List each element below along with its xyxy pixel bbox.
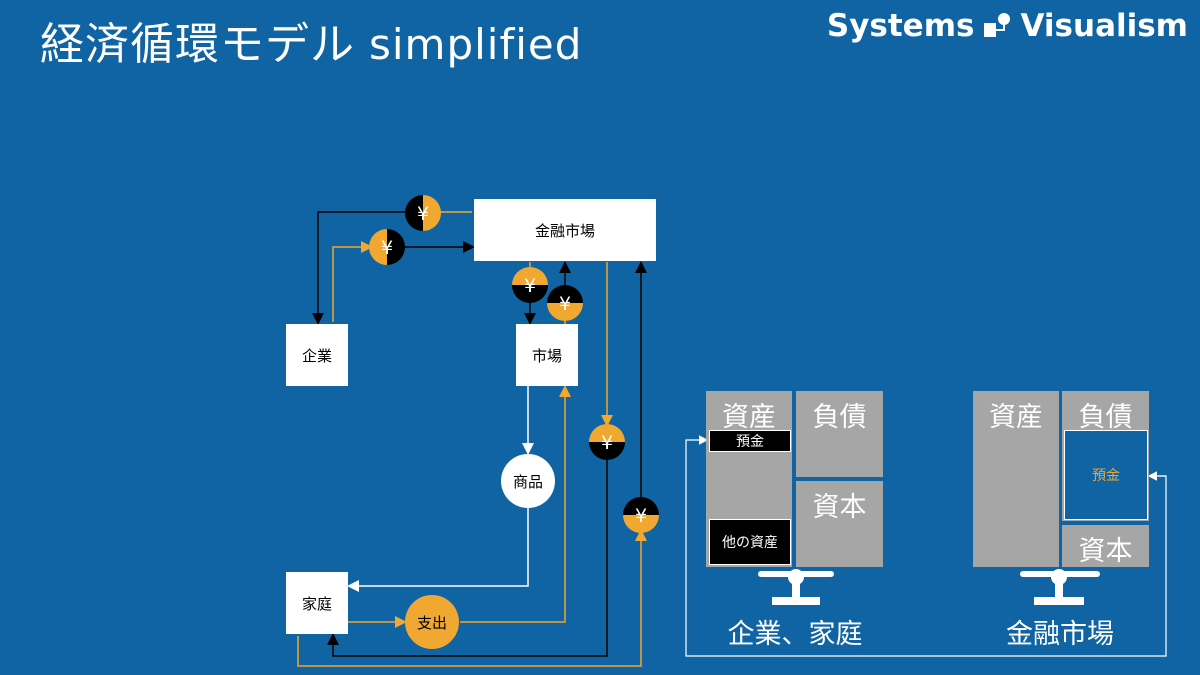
brand-logo: Systems Visualism: [827, 8, 1188, 44]
bs-firms-deposit-label: 預金: [736, 434, 764, 450]
bs-finance-caption: 金融市場: [1006, 619, 1114, 650]
svg-text:¥: ¥: [601, 432, 613, 454]
bs-firms-assets-label: 資産: [722, 402, 776, 433]
bs-firms-liabilities: 負債: [796, 391, 883, 477]
node-financial-market: 金融市場: [474, 199, 656, 261]
bs-finance-capital-label: 資本: [1078, 536, 1133, 567]
node-household: 家庭: [286, 572, 348, 634]
firm-label: 企業: [301, 346, 332, 365]
bs-firms-caption: 企業、家庭: [727, 619, 863, 650]
bs-finance-assets: 資産: [973, 391, 1059, 567]
goods-label: 商品: [512, 472, 543, 491]
svg-text:¥: ¥: [381, 237, 393, 259]
svg-text:¥: ¥: [417, 203, 429, 225]
bs-finance-deposit: 預金: [1064, 430, 1148, 520]
bs-firms-other-assets: 他の資産: [709, 519, 791, 565]
svg-text:¥: ¥: [559, 293, 571, 315]
svg-text:¥: ¥: [635, 505, 647, 527]
yen-coin-finance-to-market: ¥: [512, 267, 548, 303]
flow-finance-household-black: [327, 460, 608, 657]
node-expenditure: 支出: [405, 595, 459, 649]
brand-right-text: Visualism: [1020, 8, 1188, 44]
brand-left-text: Systems: [826, 8, 975, 44]
household-label: 家庭: [301, 594, 332, 613]
yen-coin-finance-to-firm: ¥: [405, 195, 441, 231]
scale-icon-finance: [1020, 569, 1100, 605]
bs-finance-deposit-label: 預金: [1092, 468, 1120, 484]
market-label: 市場: [531, 346, 562, 365]
flow-expenditure-market: [460, 385, 571, 623]
expenditure-label: 支出: [416, 613, 447, 632]
bs-firms-capital: 資本: [796, 481, 883, 567]
bs-firms-liabilities-label: 負債: [812, 402, 867, 433]
svg-text:¥: ¥: [524, 275, 536, 297]
node-goods: 商品: [501, 454, 555, 508]
node-firm: 企業: [286, 324, 348, 386]
yen-coin-finance-to-household: ¥: [589, 424, 625, 460]
bs-firms-other-assets-label: 他の資産: [722, 535, 778, 551]
yen-coin-market-to-finance: ¥: [547, 285, 583, 321]
systems-visualism-icon: [984, 13, 1011, 37]
flow-firm-gold-up: [332, 241, 373, 322]
title-subtitle: simplified: [369, 20, 583, 69]
financial-market-label: 金融市場: [534, 221, 595, 240]
bs-finance-liabilities-label: 負債: [1078, 402, 1133, 433]
bs-finance-capital: 資本: [1062, 525, 1149, 567]
page-title: 経済循環モデル simplified: [40, 8, 582, 72]
node-market: 市場: [516, 324, 578, 386]
yen-coin-firm-to-finance: ¥: [369, 229, 405, 265]
bs-firms-capital-label: 資本: [812, 492, 867, 523]
flow-goods-household: [347, 506, 529, 592]
flow-household-gold-right: [297, 529, 647, 667]
bs-finance-assets-label: 資産: [989, 402, 1043, 433]
bs-firms-deposit: 預金: [709, 430, 791, 452]
scale-icon-firms: [758, 569, 834, 605]
flow-finance-to-firm: [312, 211, 406, 325]
yen-coin-household-to-finance: ¥: [623, 497, 659, 533]
title-main: 経済循環モデル: [40, 19, 355, 70]
